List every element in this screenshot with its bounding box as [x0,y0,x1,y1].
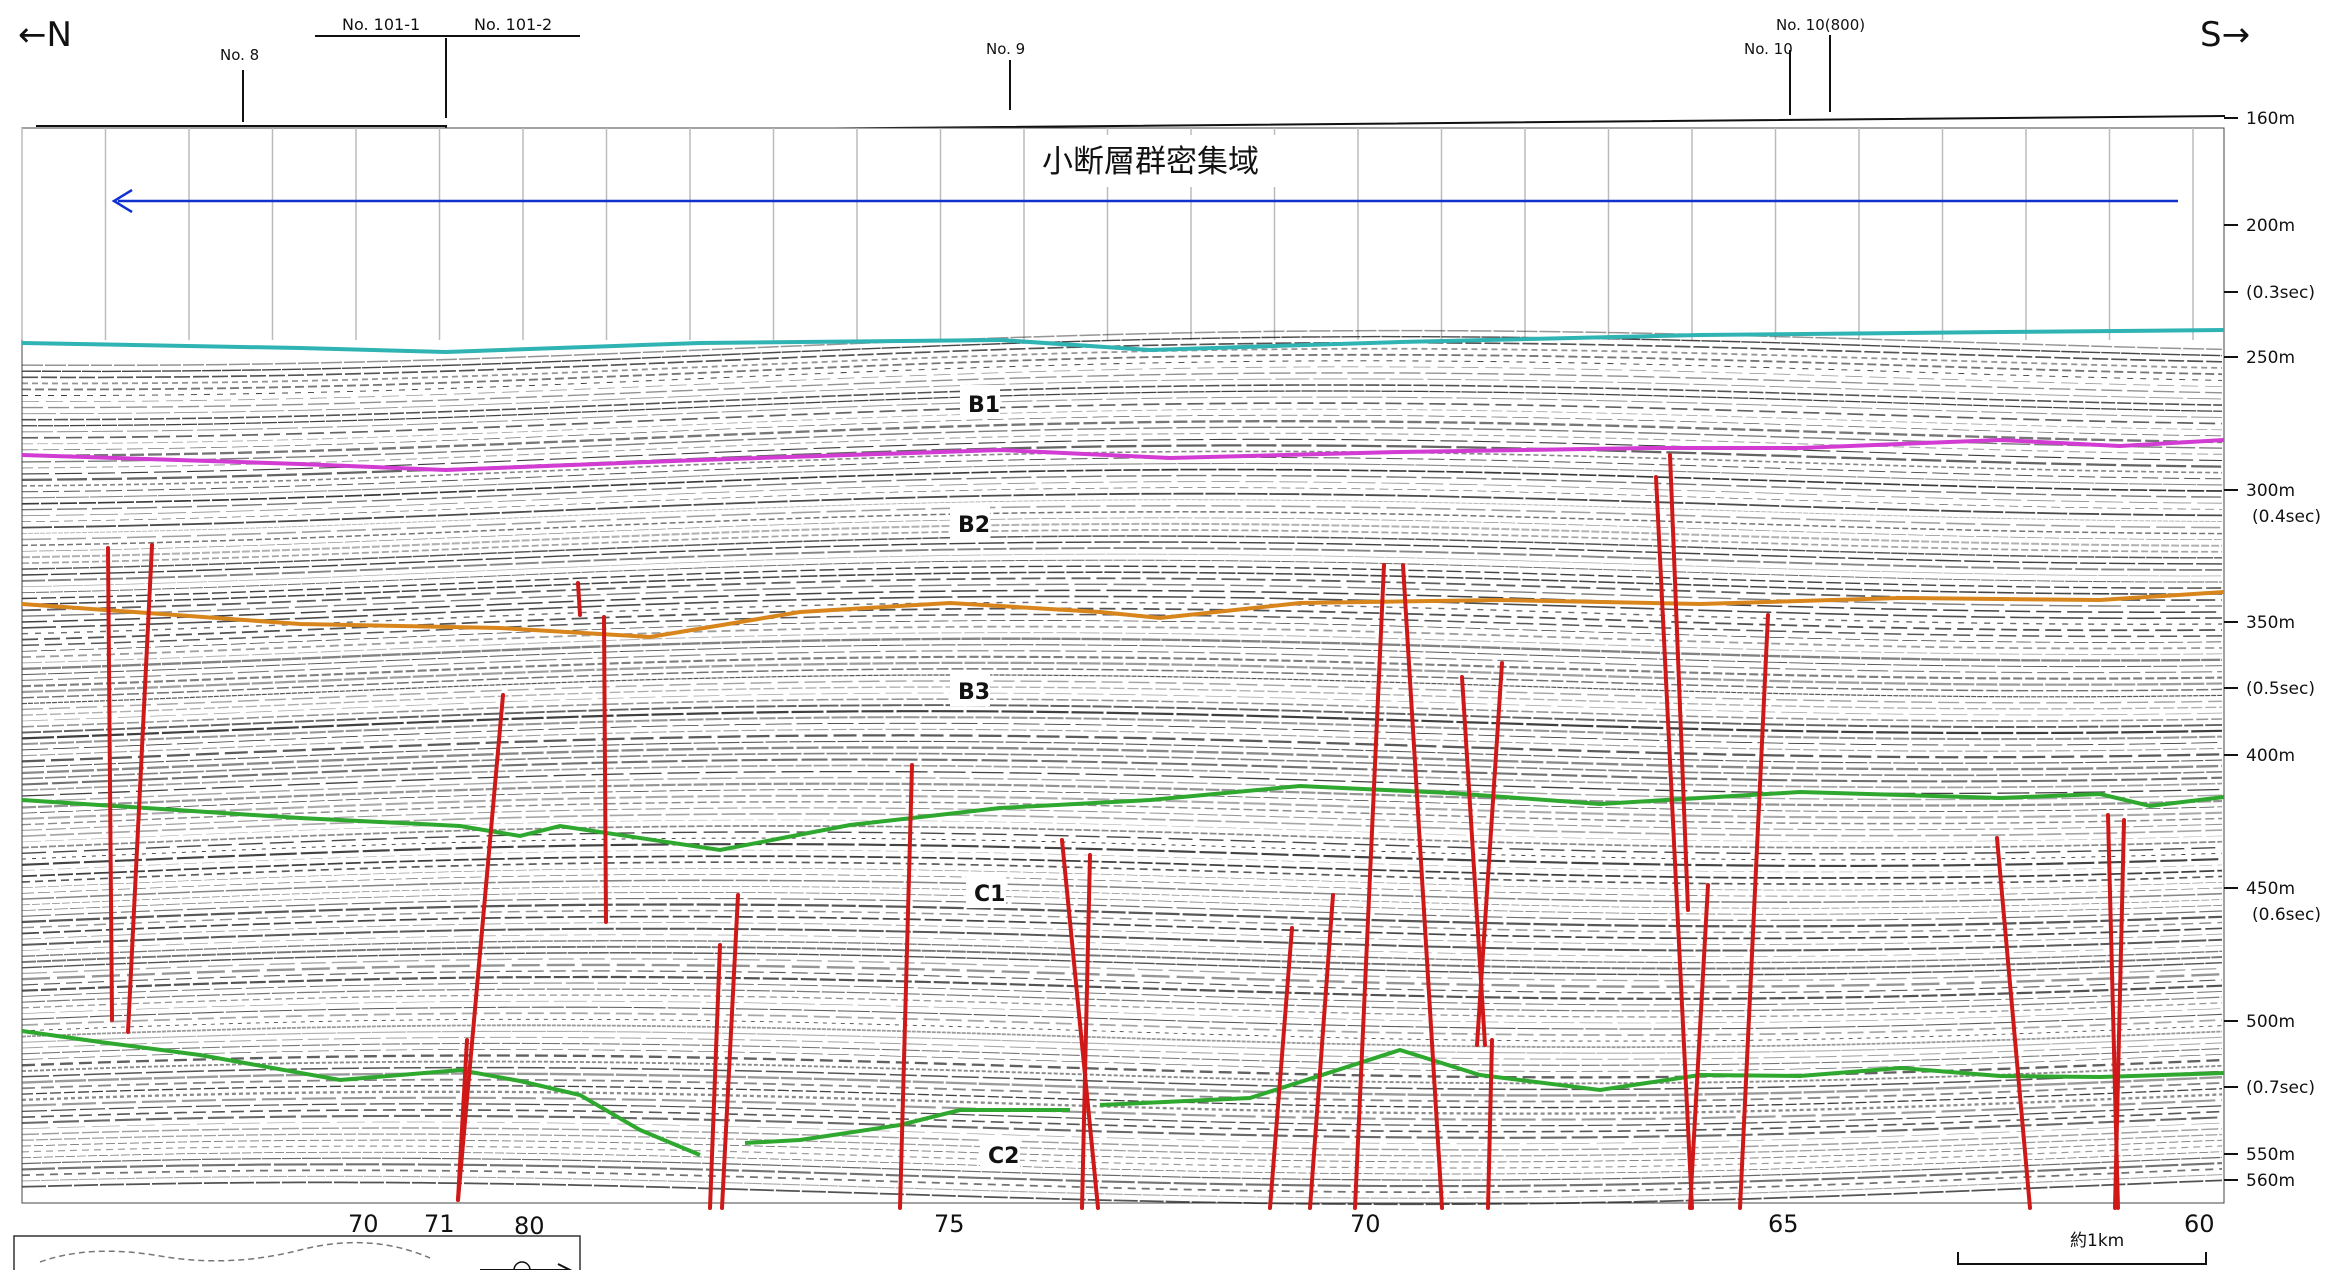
c1-base-horizon [21,1029,2225,1157]
station-no101-2-label: No. 101-2 [474,15,552,34]
shot-point-label: 70 [348,1210,379,1238]
station-no10-800-label: No. 10(800) [1776,16,1865,34]
shot-point-label: 75 [934,1210,965,1238]
depth-scale: 160m 200m (0.3sec) 250m 300m (0.4sec) 35… [2224,109,2321,1191]
unit-c2-label: C2 [988,1144,1019,1169]
b3-base-horizon [21,783,2225,853]
station-no9-label: No. 9 [986,40,1025,58]
shot-point-label: 71 [424,1210,455,1238]
b1-base-horizon [21,437,2225,473]
depth-label: 400m [2246,746,2295,766]
twt-label: (0.5sec) [2246,679,2315,699]
unit-c1-label: C1 [974,882,1005,907]
unit-labels: B1 B2 B3 C1 C2 [950,385,1020,1170]
seismic-section [21,127,2225,1206]
depth-label: 300m [2246,481,2295,501]
twt-label: (0.6sec) [2252,905,2321,925]
unit-b2-label: B2 [958,513,990,538]
station-markers [36,35,2226,134]
b2-base-horizon [21,590,2225,640]
north-direction-label: ←N [18,15,72,55]
seafloor-horizon [21,328,2225,355]
shot-point-axis: 70 71 80 75 70 65 60 [348,1210,2215,1240]
station-no10-label: No. 10 [1744,40,1793,58]
south-direction-label: S→ [2200,15,2250,55]
depth-label: 350m [2246,613,2295,633]
depth-label: 550m [2246,1145,2295,1165]
shot-point-label: 70 [1350,1210,1381,1238]
dense-fault-zone-annotation: 小断層群密集域 [111,135,2178,214]
twt-label: (0.7sec) [2246,1078,2315,1098]
horizons [21,328,2225,1157]
twt-label: (0.3sec) [2246,283,2315,303]
shot-point-label: 60 [2184,1210,2215,1238]
depth-label: 160m [2246,109,2295,129]
unit-b3-label: B3 [958,680,990,705]
twt-label: (0.4sec) [2252,507,2321,527]
depth-label: 450m [2246,879,2295,899]
location-map-inset [13,1235,581,1270]
dense-fault-zone-label: 小断層群密集域 [1042,144,1259,180]
scale-bar: 約1km [1957,1231,2207,1265]
depth-label: 500m [2246,1012,2295,1032]
fault-traces [106,453,2126,1210]
shot-point-label: 65 [1768,1210,1799,1238]
station-no101-1-label: No. 101-1 [342,15,420,34]
depth-label: 560m [2246,1171,2295,1191]
station-no8-label: No. 8 [220,46,259,64]
scale-bar-label: 約1km [2070,1231,2124,1251]
arrow-head-icon [111,188,133,214]
depth-label: 250m [2246,348,2295,368]
unit-b1-label: B1 [968,393,1000,418]
depth-label: 200m [2246,216,2295,236]
